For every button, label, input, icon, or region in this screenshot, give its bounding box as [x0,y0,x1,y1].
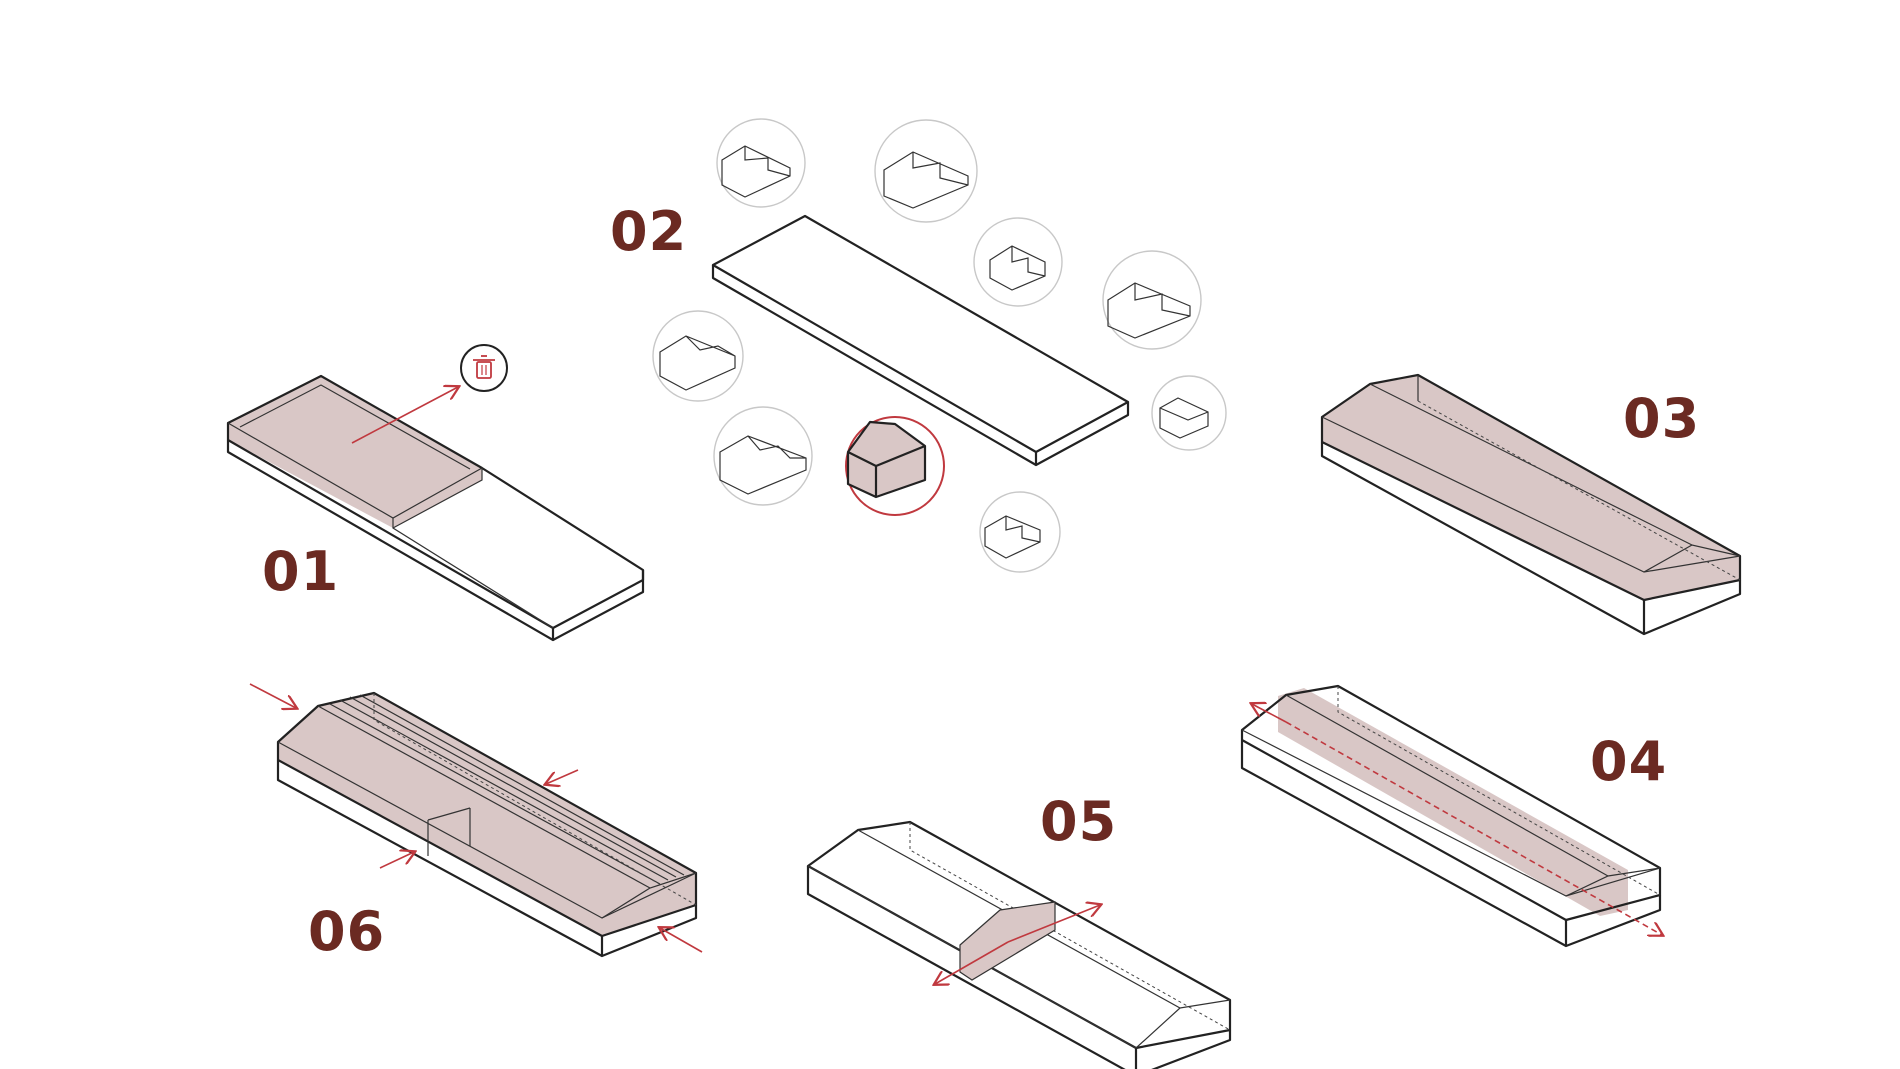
roof-profile-options [652,118,1227,573]
step-01-block [226,344,645,642]
step-03-label: 03 [1623,387,1700,450]
step-04-block [1240,684,1662,948]
step-05-central-volume [960,902,1055,980]
step-05-label: 05 [1040,790,1117,853]
roof-profile-icon[interactable] [979,491,1061,573]
step-04-label: 04 [1590,730,1667,793]
roof-profile-icon[interactable] [716,118,806,208]
step-05-block [806,820,1232,1069]
step-03-block [1320,373,1742,636]
step-01-removal-arrow [351,387,458,444]
step-01-label: 01 [262,540,339,603]
roof-profile-icon[interactable] [652,310,744,402]
step-06-label: 06 [308,900,385,963]
step-02-block [711,214,1130,467]
step-06-block [249,683,703,958]
roof-profile-icon[interactable] [973,217,1063,307]
step-01-removed-volume [228,376,482,528]
roof-profile-icon[interactable] [1151,375,1227,451]
step-02-label: 02 [610,200,687,263]
step-04-flow-arrow [1285,721,1662,935]
trash-icon [460,344,508,392]
roof-profile-icon[interactable] [713,406,813,506]
roof-profile-icon[interactable] [874,119,978,223]
gable-profile-icon[interactable] [845,416,945,516]
roof-profile-icon[interactable] [1102,250,1202,350]
